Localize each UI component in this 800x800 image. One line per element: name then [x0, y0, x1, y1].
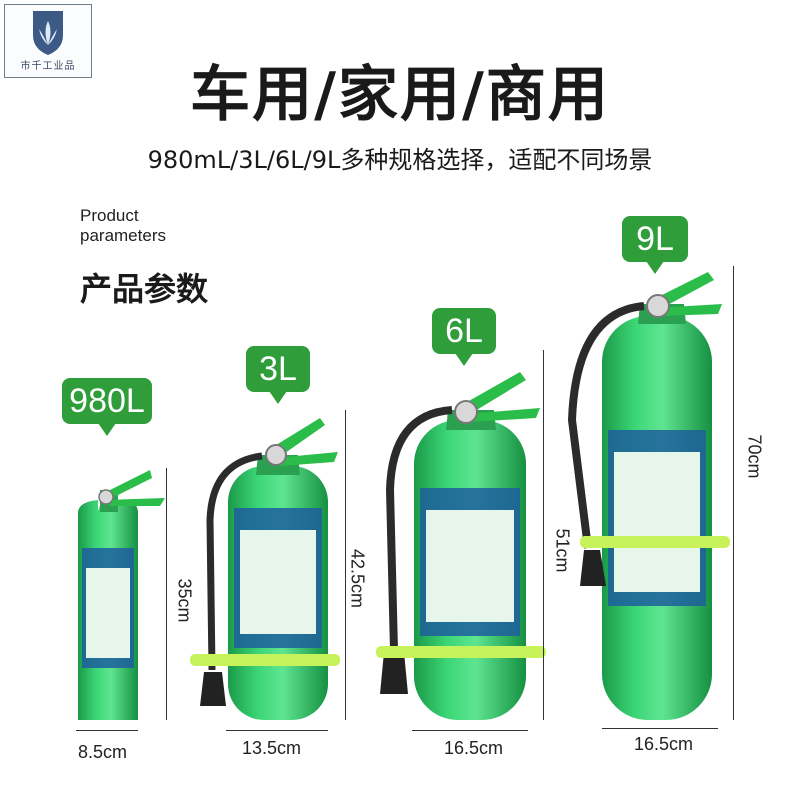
height-label-3l: 42.5cm — [347, 548, 368, 609]
width-line-9l — [602, 728, 718, 729]
width-label-3l: 13.5cm — [242, 738, 302, 758]
section-label-en: Product parameters — [80, 206, 166, 245]
width-line-3l — [226, 730, 328, 731]
height-line-6l — [543, 350, 544, 720]
height-line-3l — [345, 410, 346, 720]
height-label-980: 35cm — [174, 578, 195, 623]
width-label-9l: 16.5cm — [634, 734, 694, 754]
lotus-shield-icon — [33, 11, 63, 55]
extinguisher-6l — [376, 372, 546, 720]
width-line-980 — [76, 730, 138, 731]
brand-logo: 市千工业品 — [4, 4, 92, 78]
extinguisher-3l — [190, 418, 340, 720]
height-line-980 — [166, 468, 167, 720]
logo-text: 市千工业品 — [20, 61, 76, 72]
extinguisher-980ml — [78, 470, 165, 720]
size-badge-9l: 9L — [622, 216, 688, 274]
size-badge-980: 980L — [62, 378, 152, 436]
width-line-6l — [412, 730, 528, 731]
height-label-6l: 51cm — [552, 528, 573, 573]
height-label-9l: 70cm — [744, 434, 765, 479]
extinguisher-9l — [567, 272, 730, 720]
height-line-9l — [733, 266, 734, 720]
width-label-980: 8.5cm — [78, 742, 128, 762]
size-badge-3l: 3L — [246, 346, 310, 404]
page-subtitle: 980mL/3L/6L/9L多种规格选择，适配不同场景 — [147, 146, 653, 174]
section-label-cn: 产品参数 — [80, 270, 209, 308]
width-label-6l: 16.5cm — [444, 738, 504, 758]
size-badge-6l: 6L — [432, 308, 496, 366]
page-title: 车用/家用/商用 — [190, 60, 610, 130]
